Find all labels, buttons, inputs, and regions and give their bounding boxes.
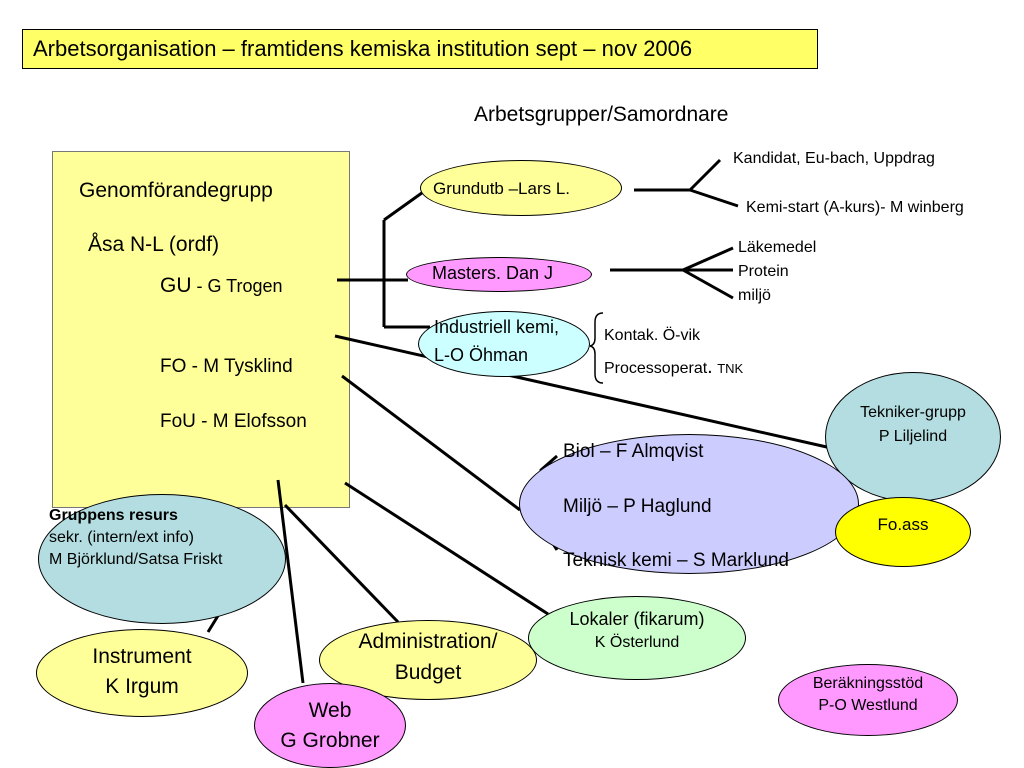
web-line-2: G Grobner bbox=[280, 729, 380, 752]
masters-item-3: miljö bbox=[738, 287, 771, 304]
lokaler-line-2: K Österlund bbox=[594, 634, 680, 651]
tekniker-line-1: Tekniker-grupp bbox=[860, 404, 966, 421]
foass-label: Fo.ass bbox=[877, 515, 929, 534]
masters-item-1: Läkemedel bbox=[738, 239, 817, 256]
implementation-group-box bbox=[52, 151, 350, 508]
berakning-line-1: Beräkningsstöd bbox=[812, 675, 924, 692]
resources-line-2: M Björklund/Satsa Friskt bbox=[49, 551, 223, 568]
admin-line-1: Administration/ bbox=[358, 630, 498, 653]
web-line-1: Web bbox=[308, 699, 352, 722]
box-gu: GU - G Trogen bbox=[160, 274, 283, 298]
foass-oval bbox=[835, 497, 971, 567]
industriell-item-2: Processoperat. TNK bbox=[604, 356, 743, 379]
berakning-line-2: P-O Westlund bbox=[818, 697, 918, 714]
masters-oval bbox=[406, 257, 592, 292]
instrument-oval bbox=[36, 629, 248, 717]
tekniker-line-2: P Liljelind bbox=[878, 428, 948, 445]
grundutb-oval bbox=[420, 160, 622, 216]
box-heading: Genomförandegrupp bbox=[79, 179, 273, 202]
research-oval bbox=[519, 434, 859, 574]
gu-label: GU bbox=[160, 274, 192, 297]
admin-line-2: Budget bbox=[394, 661, 462, 684]
subheading: Arbetsgrupper/Samordnare bbox=[474, 103, 729, 126]
masters-label: Masters. Dan J bbox=[432, 263, 554, 283]
instrument-line-1: Instrument bbox=[92, 645, 192, 668]
box-fo: FO - M Tysklind bbox=[160, 356, 293, 377]
industriell-line-1: Industriell kemi, bbox=[434, 317, 560, 337]
grundutb-branch-1: Kandidat, Eu-bach, Uppdrag bbox=[733, 150, 935, 167]
masters-item-2: Protein bbox=[738, 263, 789, 280]
box-fou: FoU - M Elofsson bbox=[160, 411, 307, 432]
berakning-oval bbox=[778, 664, 958, 736]
industriell-item-2-dot: . bbox=[707, 356, 713, 378]
research-item-1: Biol – F Almqvist bbox=[563, 441, 704, 462]
industriell-item-2-main: Processoperat bbox=[604, 360, 708, 377]
grundutb-label: Grundutb –Lars L. bbox=[433, 179, 571, 198]
box-chair: Åsa N-L (ordf) bbox=[88, 233, 220, 256]
research-item-2: Miljö – P Haglund bbox=[563, 496, 712, 517]
web-oval bbox=[254, 683, 406, 768]
industriell-item-1: Kontak. Ö-vik bbox=[604, 327, 701, 344]
lokaler-line-1: Lokaler (fikarum) bbox=[569, 609, 705, 629]
grundutb-branch-2: Kemi-start (A-kurs)- M winberg bbox=[746, 199, 964, 216]
industriell-line-2: L-O Öhman bbox=[434, 345, 529, 365]
lokaler-oval bbox=[528, 596, 746, 680]
resources-oval bbox=[38, 494, 286, 624]
resources-line-1: sekr. (intern/ext info) bbox=[49, 529, 194, 546]
research-item-3: Teknisk kemi – S Marklund bbox=[563, 550, 789, 571]
resources-heading: Gruppens resurs bbox=[49, 507, 178, 524]
industriell-oval bbox=[418, 311, 590, 377]
page-title: Arbetsorganisation – framtidens kemiska … bbox=[22, 29, 818, 69]
industriell-item-2-tag: TNK bbox=[717, 361, 744, 376]
instrument-line-2: K Irgum bbox=[105, 675, 179, 698]
gu-name: - G Trogen bbox=[191, 276, 283, 296]
